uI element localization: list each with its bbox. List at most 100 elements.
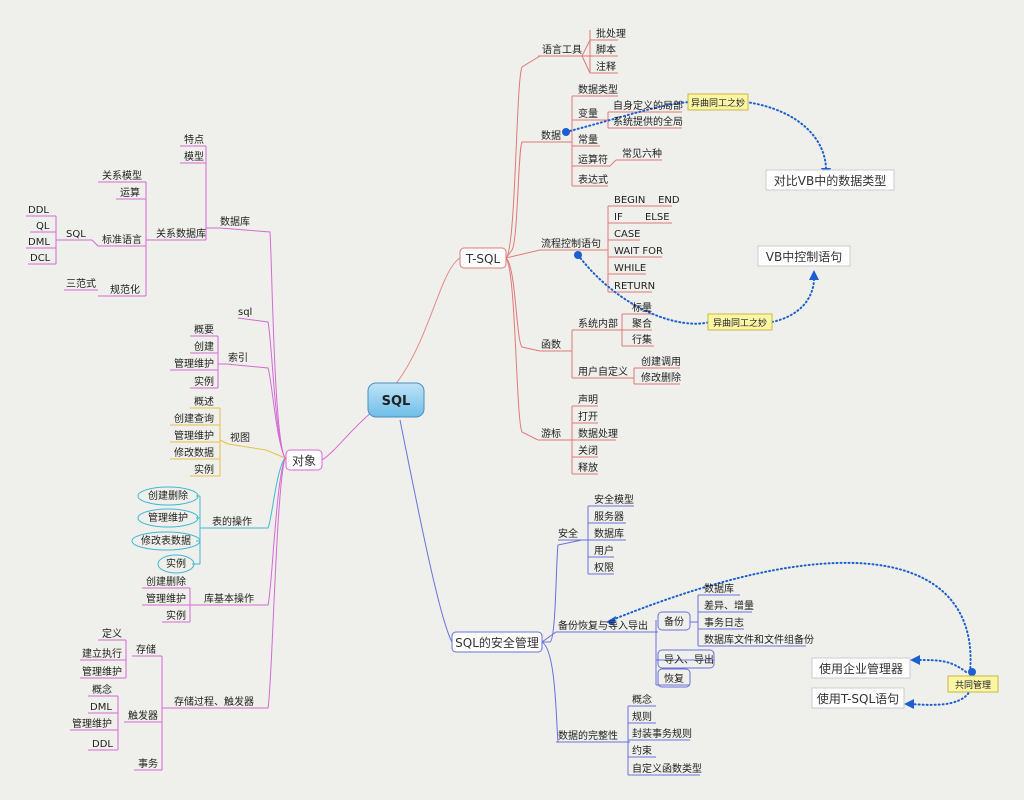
node-local-var[interactable]: 自身定义的局部: [613, 99, 683, 112]
node-backup-restore[interactable]: 备份恢复与导入导出: [558, 619, 648, 632]
callout-tsql-stmt[interactable]: [811, 687, 905, 709]
node-index[interactable]: 索引: [228, 351, 248, 364]
node-release[interactable]: 释放: [578, 461, 598, 474]
node-db-maintain[interactable]: 管理维护: [146, 592, 186, 605]
node-tr-maintain[interactable]: 管理维护: [72, 717, 112, 730]
node-six-operators[interactable]: 常见六种: [622, 147, 662, 160]
node-sec-database[interactable]: 数据库: [594, 527, 624, 540]
node-storage[interactable]: 存储: [136, 643, 156, 656]
node-relational-db[interactable]: 关系数据库: [156, 227, 206, 240]
node-aggregate[interactable]: 聚合: [632, 317, 652, 330]
node-ql[interactable]: QL: [36, 221, 50, 232]
node-db-create[interactable]: 创建删除: [146, 575, 186, 588]
node-relational-model[interactable]: 关系模型: [102, 169, 142, 182]
node-user-functions[interactable]: 用户自定义: [578, 365, 628, 378]
node-table-ops[interactable]: 表的操作: [212, 515, 252, 528]
node-encap-rule[interactable]: 封装事务规则: [632, 727, 692, 740]
tsql-node[interactable]: [459, 247, 507, 269]
node-rowset[interactable]: 行集: [632, 333, 652, 346]
node-batch[interactable]: 批处理: [596, 27, 626, 40]
node-comment[interactable]: 注释: [596, 60, 616, 73]
node-view[interactable]: 视图: [230, 431, 250, 444]
node-trigger[interactable]: 触发器: [128, 709, 158, 722]
node-declare[interactable]: 声明: [578, 393, 598, 406]
node-table-create[interactable]: 创建删除: [148, 489, 188, 502]
security-mgmt-node[interactable]: [451, 631, 543, 653]
node-bk-database[interactable]: 数据库: [704, 582, 734, 595]
node-integrity[interactable]: 数据的完整性: [558, 729, 618, 742]
node-st-exec[interactable]: 建立执行: [82, 647, 122, 660]
node-bk-diff[interactable]: 差异、增量: [704, 599, 754, 612]
node-database[interactable]: 数据库: [220, 215, 250, 228]
node-db-ops[interactable]: 库基本操作: [204, 592, 254, 605]
node-view-example[interactable]: 实例: [194, 463, 214, 476]
node-normalization[interactable]: 规范化: [110, 283, 140, 296]
node-view-maintain[interactable]: 管理维护: [174, 429, 214, 442]
node-bk-log[interactable]: 事务日志: [704, 616, 744, 629]
node-while[interactable]: WHILE: [614, 263, 646, 274]
node-transaction[interactable]: 事务: [138, 757, 158, 770]
node-functions[interactable]: 函数: [541, 338, 561, 351]
node-create-call[interactable]: 创建调用: [641, 355, 681, 368]
node-db-example[interactable]: 实例: [166, 609, 186, 622]
node-standard-lang[interactable]: 标准语言: [102, 233, 142, 246]
node-waitfor[interactable]: WAIT FOR: [614, 246, 663, 257]
callout-compare-vb[interactable]: [765, 169, 895, 191]
node-flow-control[interactable]: 流程控制语句: [541, 237, 601, 250]
node-scalar[interactable]: 标量: [632, 302, 652, 314]
node-permission[interactable]: 权限: [594, 561, 614, 574]
node-bk-files[interactable]: 数据库文件和文件组备份: [704, 633, 814, 646]
note-same-effect-2[interactable]: [707, 313, 773, 331]
node-datatype[interactable]: 数据类型: [578, 83, 618, 96]
node-security-model[interactable]: 安全模型: [594, 493, 634, 506]
node-if-else[interactable]: IF ELSE: [614, 212, 670, 223]
node-udf-type[interactable]: 自定义函数类型: [632, 762, 702, 775]
node-tr-ddl[interactable]: DDL: [92, 739, 113, 750]
node-index-maintain[interactable]: 管理维护: [174, 357, 214, 370]
node-rule[interactable]: 规则: [632, 710, 652, 723]
node-sql-obj[interactable]: sql: [238, 307, 252, 318]
node-cursor[interactable]: 游标: [541, 427, 561, 440]
node-variable[interactable]: 变量: [578, 107, 598, 120]
node-index-example[interactable]: 实例: [194, 375, 214, 388]
node-ddl[interactable]: DDL: [28, 205, 49, 216]
node-view-modify[interactable]: 修改数据: [174, 446, 214, 459]
node-index-summary[interactable]: 概要: [194, 323, 214, 336]
node-open[interactable]: 打开: [578, 410, 598, 423]
node-st-maintain[interactable]: 管理维护: [82, 665, 122, 678]
node-import-export[interactable]: 导入、导出: [664, 653, 714, 666]
node-dml[interactable]: DML: [28, 237, 50, 248]
node-constraint[interactable]: 约束: [632, 744, 652, 757]
node-view-create[interactable]: 创建查询: [174, 412, 214, 425]
node-table-maintain[interactable]: 管理维护: [148, 511, 188, 524]
note-shared-mgmt[interactable]: [947, 675, 999, 693]
node-global-var[interactable]: 系统提供的全局: [613, 115, 683, 128]
node-dcl[interactable]: DCL: [30, 253, 51, 264]
node-return[interactable]: RETURN: [614, 281, 655, 292]
node-script[interactable]: 脚本: [596, 43, 616, 56]
node-expression[interactable]: 表达式: [578, 173, 608, 186]
node-operations[interactable]: 运算: [120, 186, 140, 199]
node-model[interactable]: 模型: [184, 150, 204, 163]
node-data[interactable]: 数据: [541, 129, 561, 142]
node-sql-lang[interactable]: SQL: [66, 229, 86, 240]
node-case[interactable]: CASE: [614, 229, 641, 240]
callout-enterprise-mgr[interactable]: [811, 657, 911, 679]
node-table-modify[interactable]: 修改表数据: [141, 534, 191, 547]
objects-node[interactable]: [285, 449, 323, 471]
node-server[interactable]: 服务器: [594, 510, 624, 523]
node-system-functions[interactable]: 系统内部: [578, 317, 618, 330]
node-concept[interactable]: 概念: [632, 693, 652, 706]
node-modify-delete[interactable]: 修改删除: [641, 371, 681, 384]
node-backup[interactable]: 备份: [664, 615, 684, 628]
node-st-define[interactable]: 定义: [102, 627, 122, 640]
node-lang-tools[interactable]: 语言工具: [542, 43, 582, 56]
callout-vb-control[interactable]: [757, 245, 851, 267]
node-process[interactable]: 数据处理: [578, 427, 618, 440]
node-close[interactable]: 关闭: [578, 444, 598, 457]
node-features[interactable]: 特点: [184, 134, 204, 146]
node-tr-concept[interactable]: 概念: [92, 683, 112, 696]
node-restore[interactable]: 恢复: [664, 672, 684, 685]
node-index-create[interactable]: 创建: [194, 340, 214, 353]
node-table-example[interactable]: 实例: [166, 557, 186, 570]
